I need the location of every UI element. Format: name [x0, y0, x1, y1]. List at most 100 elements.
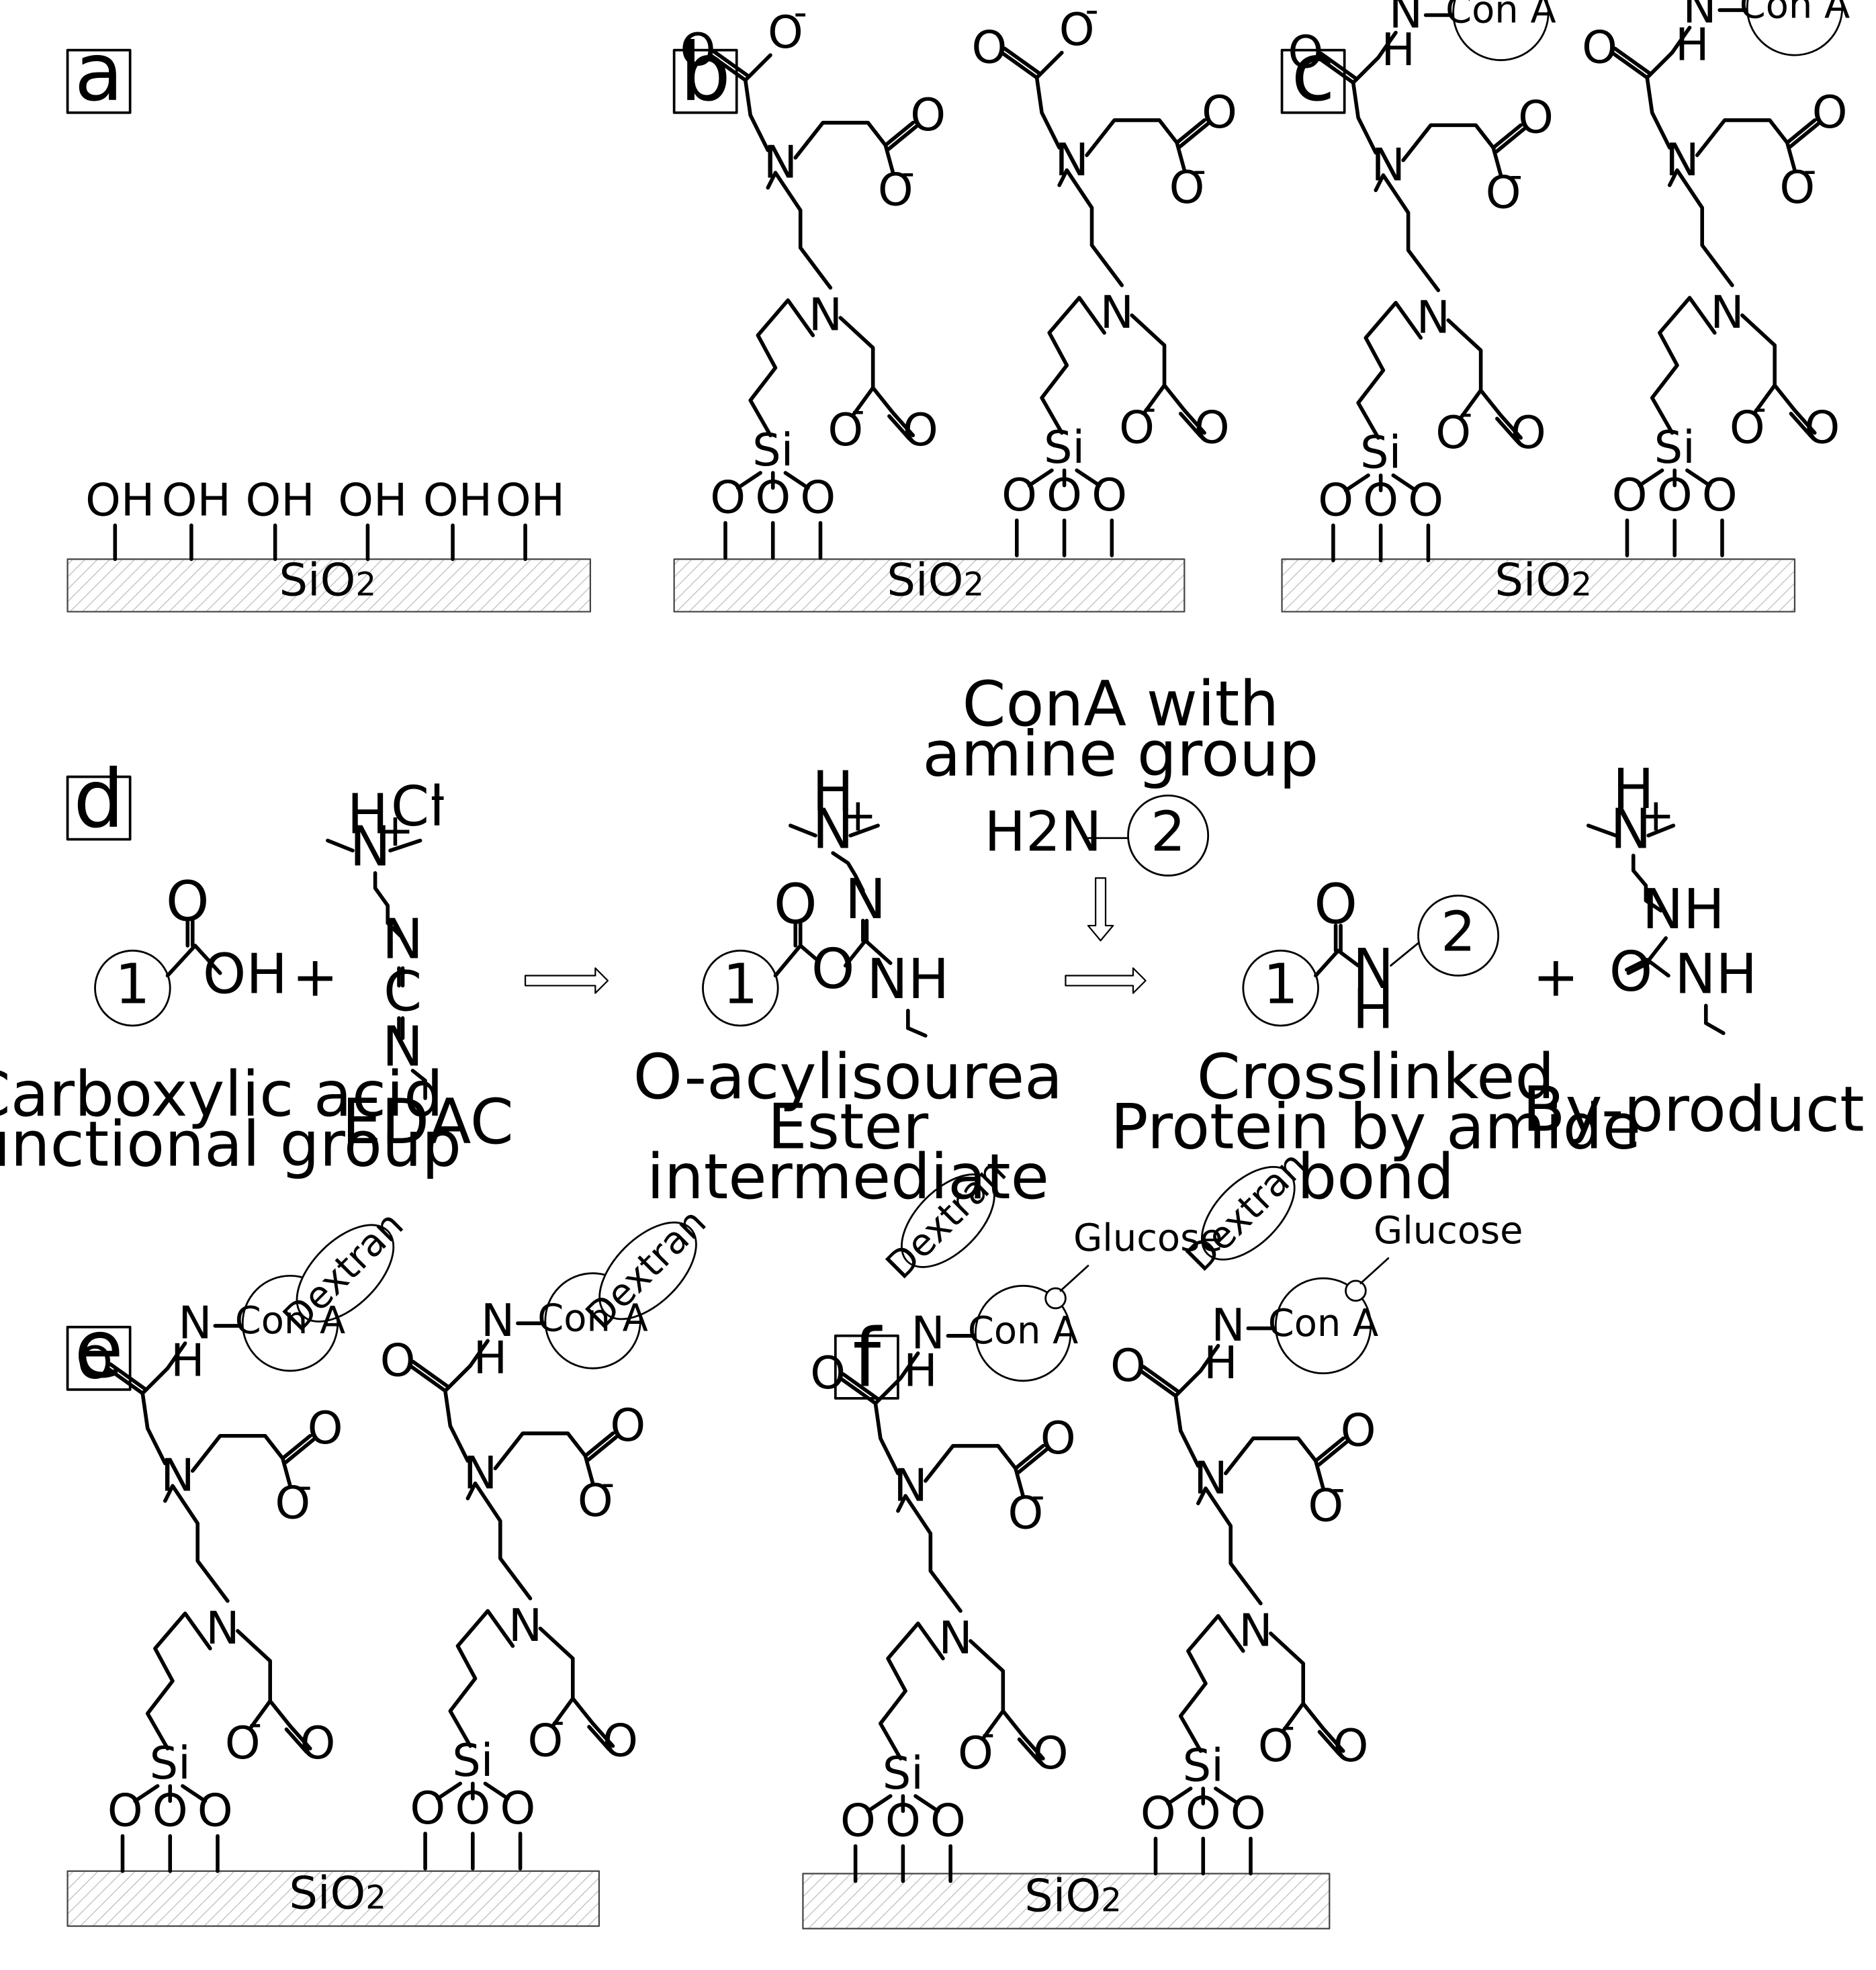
- oxygen-atom: O: [578, 1474, 613, 1527]
- oxygen-atom: O: [1091, 469, 1127, 521]
- ethylene-bridge: [1057, 168, 1124, 287]
- bond: [848, 823, 880, 838]
- ammonium-nitrogen: N: [812, 798, 853, 862]
- bond: [1214, 1787, 1241, 1805]
- acetate-arm: [1740, 313, 1797, 412]
- carbonyl: [1178, 122, 1210, 149]
- amine-label: NH: [866, 948, 949, 1012]
- bond: [788, 823, 817, 838]
- nitrogen-atom: N: [1372, 138, 1405, 191]
- carbonyl: [288, 1723, 312, 1751]
- bond: [1281, 1701, 1305, 1733]
- silicon-atom: Si: [1360, 427, 1401, 479]
- circle-label-1: 1: [723, 952, 758, 1016]
- glucose-label: Glucose: [1374, 1209, 1523, 1253]
- plus-sign: +: [292, 945, 339, 1009]
- propyl-chain: [748, 298, 815, 437]
- carboxylic-caption: Carboxylic acid: [0, 1058, 443, 1130]
- propyl-chain: [1356, 300, 1423, 440]
- charge-minus: -: [981, 1712, 995, 1756]
- circle-label-2: 2: [1151, 800, 1186, 864]
- charge-minus: -: [901, 151, 915, 195]
- silicon-atom: Si: [752, 424, 793, 476]
- propyl-chain: [145, 1611, 212, 1751]
- bond: [1314, 1459, 1325, 1490]
- bond: [883, 143, 895, 175]
- byproduct-caption: By-product: [1523, 1073, 1865, 1145]
- chloride-label: Cl: [391, 775, 445, 839]
- charge-minus: -: [1509, 153, 1523, 197]
- oxygen-atom: O: [1008, 1487, 1043, 1539]
- oxygen-atom: O: [1805, 401, 1840, 453]
- con-a-label: Con A: [235, 1299, 346, 1343]
- con-a-label: Con A: [1740, 0, 1850, 27]
- carbonyl: [283, 1437, 316, 1464]
- bond: [1752, 383, 1777, 415]
- edac-caption: EDAC: [342, 1085, 514, 1158]
- carbonyl: [586, 1435, 618, 1462]
- bond: [483, 1781, 510, 1801]
- acetate-arm: [743, 53, 772, 152]
- carbonyl: [1788, 122, 1820, 149]
- silicon-atom: Si: [150, 1737, 191, 1789]
- bond: [1142, 383, 1167, 415]
- bond: [551, 1696, 575, 1728]
- carbonyl: [887, 124, 918, 151]
- carbonyl: [1626, 961, 1650, 975]
- ethylene-bridge: [1196, 1486, 1263, 1606]
- hydrogen-atom: H: [347, 782, 389, 846]
- nitrogen-atom: N: [845, 868, 886, 932]
- bond: [1785, 140, 1797, 173]
- bond: [1685, 468, 1712, 488]
- con-a-label: Con A: [968, 1309, 1079, 1353]
- charge-minus: -: [1459, 391, 1472, 435]
- silicon-atom: Si: [452, 1734, 493, 1787]
- hydroxyl-group: OH: [85, 474, 154, 526]
- carbonyl: [1314, 1436, 1345, 1463]
- hydrogen-atom: H: [1675, 19, 1709, 71]
- carbonyl: [1014, 1443, 1045, 1470]
- acetate-arm: [1351, 56, 1380, 155]
- hydroxyl-label: OH: [203, 943, 287, 1007]
- silicon-atom: Si: [1044, 421, 1085, 474]
- charge-minus: -: [298, 1464, 312, 1508]
- panel-label-box-d: [66, 775, 132, 841]
- oxygen-atom: O: [300, 1717, 336, 1769]
- oxygen-atom: O: [1518, 91, 1554, 144]
- propyl-chain: [373, 871, 402, 938]
- oxygen-atom: O: [1231, 1787, 1266, 1839]
- bond: [1391, 473, 1418, 492]
- hydroxyl-group: OH: [162, 474, 231, 526]
- oxygen-atom: O: [77, 1337, 113, 1389]
- carbonyl: [1016, 1447, 1048, 1474]
- nitrogen-atom: N: [893, 1460, 927, 1512]
- sio2-substrate: [66, 1870, 600, 1927]
- glucose-label: Glucose: [1073, 1216, 1223, 1260]
- functional-group-1: [94, 949, 171, 1027]
- charge-minus: -: [601, 1462, 615, 1505]
- ethylene-bridge: [766, 171, 833, 290]
- acid-backbone: [165, 944, 222, 978]
- oxygen-atom: O: [1333, 1719, 1369, 1772]
- carbonyl: [590, 1721, 615, 1748]
- carbonyl: [1316, 1440, 1349, 1467]
- carbonyl: [1002, 46, 1042, 76]
- con-a-protein: [1746, 0, 1844, 56]
- carbonyl: [1625, 958, 1649, 972]
- sio2-substrate: [1281, 558, 1796, 613]
- intermediate-caption: Ester: [768, 1090, 929, 1163]
- bond: [1586, 823, 1618, 838]
- bond: [866, 1794, 893, 1814]
- bond: [783, 471, 810, 490]
- oxygen-atom: O: [1486, 166, 1521, 218]
- con-a-circle-2: [1417, 894, 1500, 977]
- hydrogen-atom: H: [474, 1332, 507, 1384]
- nitrogen-atom: N: [206, 1602, 239, 1654]
- down-arrow: [1087, 877, 1114, 942]
- sio2-substrate: [673, 558, 1186, 613]
- bond: [1638, 468, 1664, 488]
- con-a-label: Con A: [537, 1296, 648, 1340]
- bond: [181, 1784, 208, 1803]
- charge-minus: -: [1031, 1474, 1044, 1518]
